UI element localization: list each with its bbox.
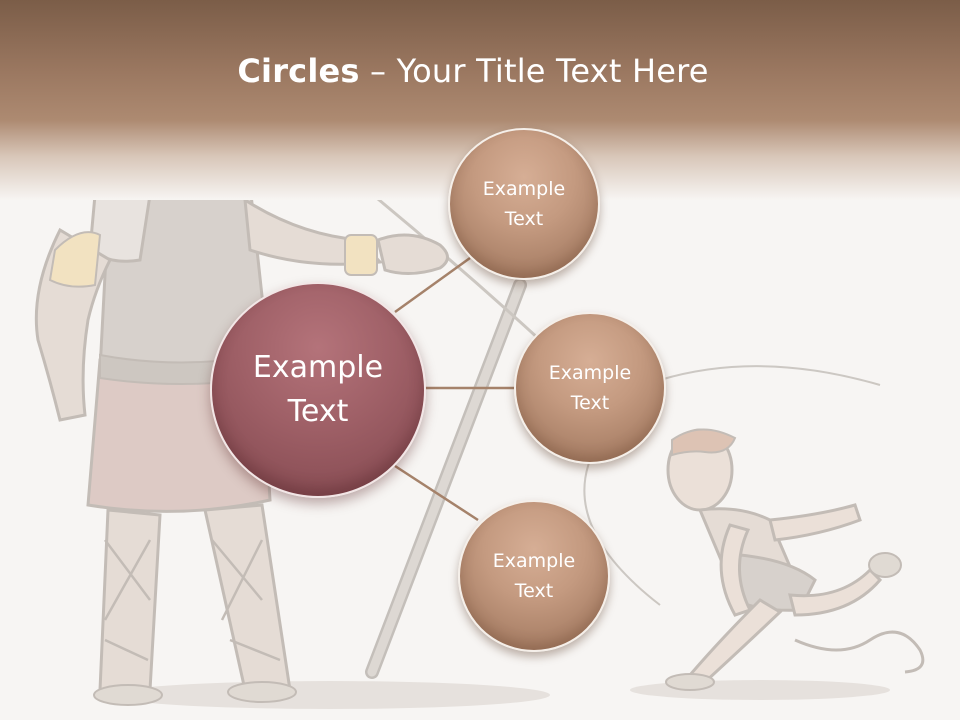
slide-title: Circles – Your Title Text Here [0, 52, 946, 90]
node-circle-middle-line2: Text [570, 392, 610, 414]
connector-bottom [394, 464, 479, 522]
title-bold: Circles [237, 52, 360, 90]
center-circle-line1: Example [252, 350, 384, 385]
node-circle-bottom[interactable]: Example Text [458, 500, 610, 652]
node-circle-top-line1: Example [482, 178, 566, 200]
title-rest: – Your Title Text Here [359, 52, 709, 90]
node-circle-top[interactable]: Example Text [448, 128, 600, 280]
center-circle[interactable]: Example Text [210, 282, 426, 498]
node-circle-bottom-line1: Example [492, 550, 576, 572]
node-circle-bottom-line2: Text [514, 580, 554, 602]
node-circle-top-line2: Text [504, 208, 544, 230]
running-boy-illustration [583, 365, 925, 700]
node-circle-middle[interactable]: Example Text [514, 312, 666, 464]
node-circle-middle-line1: Example [548, 362, 632, 384]
connector-top [394, 256, 471, 314]
center-circle-line2: Text [287, 394, 349, 429]
connectors [394, 256, 514, 522]
